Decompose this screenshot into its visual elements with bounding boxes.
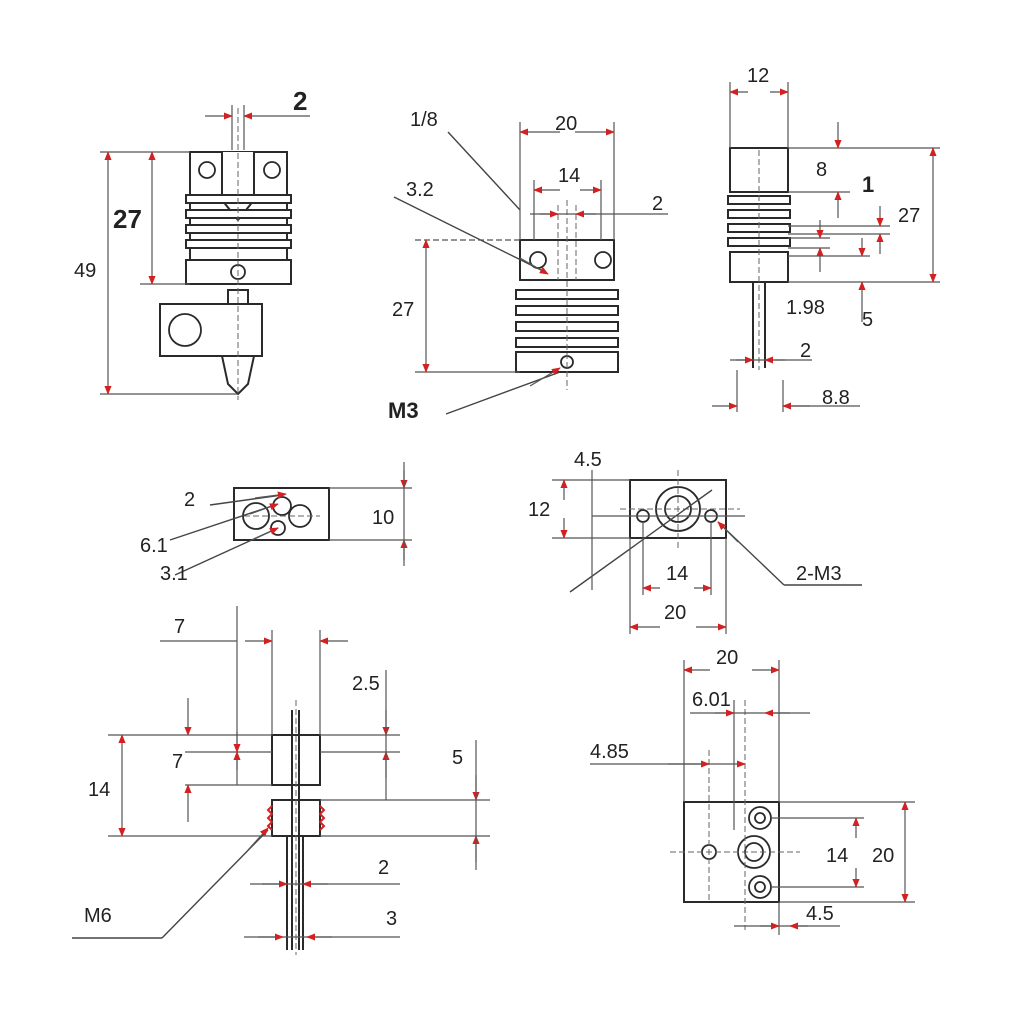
side-view: 1/8 20 14 3.2 2 27 M3 [388,109,668,423]
dim-top-20: 20 [664,602,686,624]
dim-bottom-4-5: 4.5 [806,903,834,925]
dim-top-14: 14 [666,563,688,585]
dim-right-1: 1 [862,172,874,197]
throat-view: 7 2.5 7 14 5 M6 [72,606,490,955]
dim-throat-7-left: 7 [172,751,183,773]
dim-top-4-5: 4.5 [574,449,602,471]
dim-right-2: 2 [800,340,811,362]
dim-top-12: 12 [528,499,550,521]
dim-side-2: 2 [652,193,663,215]
dim-right-8: 8 [816,159,827,181]
dim-block-2: 2 [184,489,195,511]
dim-side-width-20: 20 [555,113,577,135]
dim-top-2-m3: 2-M3 [796,563,842,585]
dim-right-1-98: 1.98 [786,297,825,319]
dim-throat-3: 3 [386,908,397,930]
block-bottom-view: 20 6.01 4.85 14 20 4.5 [590,647,915,935]
dim-bottom-14: 14 [826,845,848,867]
dim-right-8-8: 8.8 [822,387,850,409]
dim-side-27: 27 [392,299,414,321]
dim-throat-m6: M6 [84,905,112,927]
dim-throat-5: 5 [452,747,463,769]
dim-m3-screw: M3 [388,398,419,423]
dim-throat-7-top: 7 [174,616,185,638]
dim-block-6-1: 6.1 [140,535,168,557]
dim-bottom-20-top: 20 [716,647,738,669]
dim-right-27: 27 [898,205,920,227]
dim-bottom-20-right: 20 [872,845,894,867]
dim-bottom-6-01: 6.01 [692,689,731,711]
dim-throat-2-5: 2.5 [352,673,380,695]
dim-throat-14: 14 [88,779,110,801]
dim-block-10: 10 [372,507,394,529]
right-view: 12 8 1 27 1.98 5 2 [712,65,940,412]
dim-hole-3-2: 3.2 [406,179,434,201]
dim-side-width-14: 14 [558,165,580,187]
front-view: 2 27 49 [74,86,310,400]
dim-block-3-1: 3.1 [160,563,188,585]
dim-right-width-12: 12 [747,65,769,87]
top-view: 4.5 12 14 20 2-M3 [528,449,862,634]
dim-thread-1-8: 1/8 [410,109,438,131]
block-side-view: 2 6.1 3.1 10 [140,462,412,585]
dim-right-5: 5 [862,309,873,331]
dim-bottom-4-85: 4.85 [590,741,629,763]
dim-heatsink-bore-width: 2 [293,86,307,116]
dim-heatsink-height: 27 [113,204,142,234]
dim-throat-2: 2 [378,857,389,879]
dim-total-height: 49 [74,260,96,282]
